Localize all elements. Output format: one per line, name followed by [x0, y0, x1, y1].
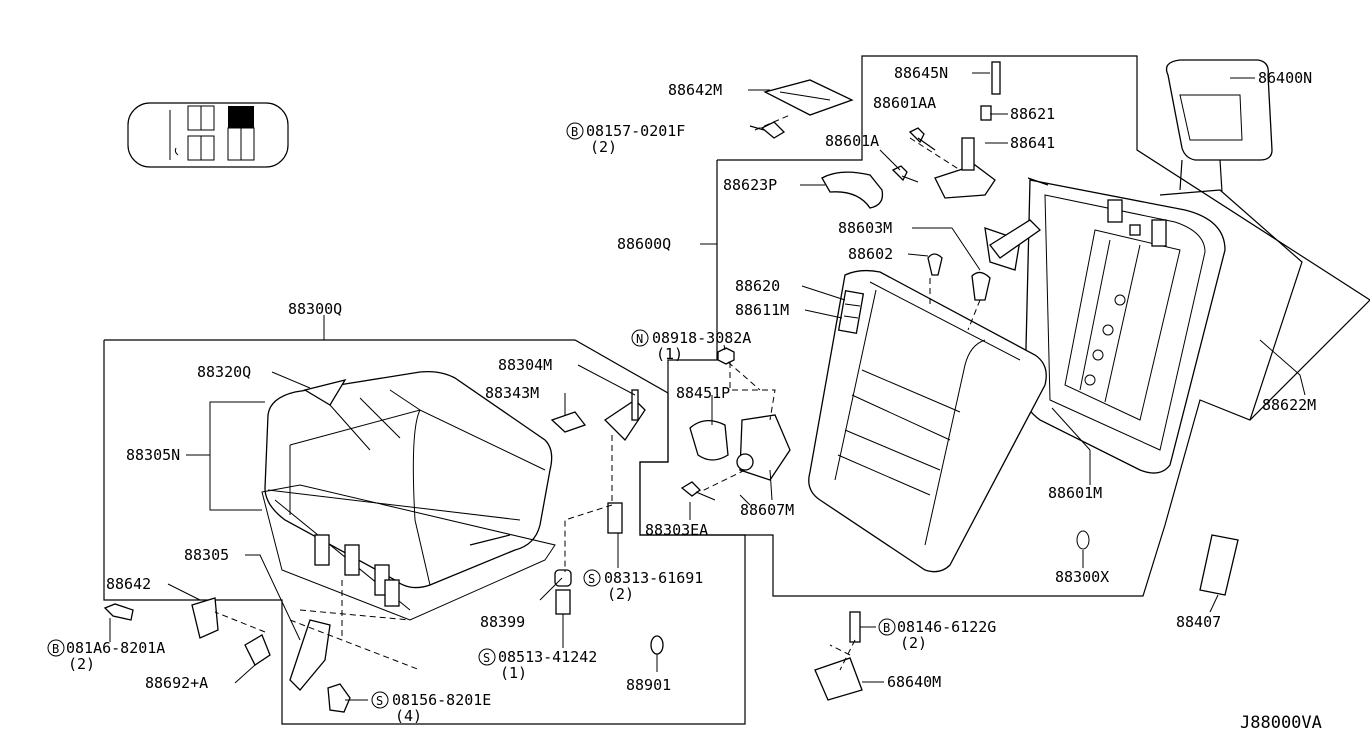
- label-08157-qty: (2): [590, 138, 617, 156]
- marker-circle-b2: [47, 639, 65, 657]
- label-08513-41242: 08513-41242: [498, 648, 597, 666]
- marker-b-081A6: B: [52, 642, 59, 656]
- label-88399: 88399: [480, 613, 525, 631]
- marker-s-08156: S: [376, 694, 383, 708]
- label-08146-qty: (2): [900, 634, 927, 652]
- label-88692A: 88692+A: [145, 674, 208, 692]
- group-outlines: [103, 55, 1370, 725]
- label-88600Q: 88600Q: [617, 235, 671, 253]
- label-88611M: 88611M: [735, 301, 789, 319]
- fastener-markers: B N S B S B S: [47, 122, 896, 709]
- marker-s-08313: S: [588, 572, 595, 586]
- label-88343M: 88343M: [485, 384, 539, 402]
- label-08146-6122G: 08146-6122G: [897, 618, 996, 636]
- label-88642M: 88642M: [668, 81, 722, 99]
- label-88300X: 88300X: [1055, 568, 1109, 586]
- label-88407: 88407: [1176, 613, 1221, 631]
- label-88451P: 88451P: [676, 384, 730, 402]
- label-08156-qty: (4): [395, 707, 422, 725]
- marker-circle-s3: [371, 691, 389, 709]
- label-88304M: 88304M: [498, 356, 552, 374]
- label-88320Q: 88320Q: [197, 363, 251, 381]
- label-081A6-qty: (2): [68, 655, 95, 673]
- marker-n-08918: N: [636, 332, 643, 346]
- seat-cushion: [261, 370, 556, 621]
- label-88305N: 88305N: [126, 446, 180, 464]
- marker-s-08513: S: [483, 651, 490, 665]
- marker-circle-b3: [878, 618, 896, 636]
- small-parts: [103, 61, 1239, 713]
- label-88300Q: 88300Q: [288, 300, 342, 318]
- label-88602: 88602: [848, 245, 893, 263]
- diagram-id: J88000VA: [1240, 713, 1322, 733]
- part-labels: 86400N 88645N 88642M 88601AA 88621 08157…: [66, 64, 1322, 733]
- marker-b-08146: B: [883, 621, 890, 635]
- label-86400N: 86400N: [1258, 69, 1312, 87]
- label-88620: 88620: [735, 277, 780, 295]
- leader-lines: [109, 72, 1306, 701]
- label-08513-qty: (1): [500, 664, 527, 682]
- label-88622M: 88622M: [1262, 396, 1316, 414]
- label-08918-3082A: 08918-3082A: [652, 329, 751, 347]
- label-08313-qty: (2): [607, 585, 634, 603]
- vehicle-location-inset: [127, 102, 289, 168]
- label-08156-8201E: 08156-8201E: [392, 691, 491, 709]
- label-88601AA: 88601AA: [873, 94, 936, 112]
- headrest: [1165, 59, 1273, 193]
- label-081A6-8201A: 081A6-8201A: [66, 639, 165, 657]
- label-08918-qty: (1): [656, 345, 683, 363]
- label-88642: 88642: [106, 575, 151, 593]
- marker-circle-s1: [583, 569, 601, 587]
- label-08157-0201F: 08157-0201F: [586, 122, 685, 140]
- assembly-lines: [214, 114, 981, 671]
- label-88603M: 88603M: [838, 219, 892, 237]
- marker-circle-b1: [566, 122, 584, 140]
- label-88601M: 88601M: [1048, 484, 1102, 502]
- label-88621: 88621: [1010, 105, 1055, 123]
- label-88303EA: 88303EA: [645, 521, 708, 539]
- label-88901: 88901: [626, 676, 671, 694]
- label-68640M: 68640M: [887, 673, 941, 691]
- label-88641: 88641: [1010, 134, 1055, 152]
- label-88601A: 88601A: [825, 132, 879, 150]
- label-88607M: 88607M: [740, 501, 794, 519]
- label-88305: 88305: [184, 546, 229, 564]
- marker-circle-s2: [478, 648, 496, 666]
- marker-b-08157: B: [571, 125, 578, 139]
- label-88623P: 88623P: [723, 176, 777, 194]
- marker-circle-n1: [631, 329, 649, 347]
- label-08313-61691: 08313-61691: [604, 569, 703, 587]
- seat-back-cushion: [808, 269, 1047, 573]
- label-88645N: 88645N: [894, 64, 948, 82]
